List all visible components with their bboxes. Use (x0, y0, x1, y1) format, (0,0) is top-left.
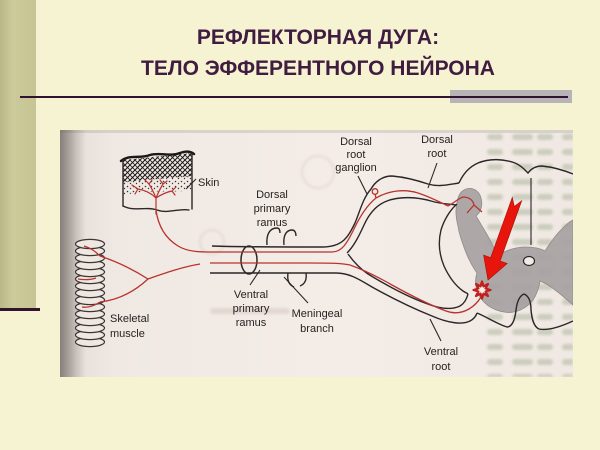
label-ventral-root-1: Ventral (424, 346, 458, 358)
label-dorsal-primary-ramus-3: ramus (257, 217, 288, 229)
nerve-cut-ring (240, 245, 258, 275)
skin-illustration (119, 150, 196, 215)
label-skin: Skin (198, 177, 219, 189)
label-skeletal-muscle-1: Skeletal (110, 313, 149, 325)
red-pointer-arrow (483, 196, 523, 281)
dorsal-root-leader (427, 162, 438, 189)
meningeal-stub2 (299, 272, 307, 287)
central-canal (522, 255, 536, 267)
label-meningeal-branch-2: branch (300, 323, 334, 335)
label-dorsal-root-1: Dorsal (421, 134, 453, 146)
label-dorsal-primary-ramus-2: primary (254, 203, 291, 215)
label-meningeal-branch-1: Meningeal (292, 308, 343, 320)
figure-labels: Skin Dorsal root ganglion Dorsal root Do… (110, 134, 458, 373)
title-line-1: РЕФЛЕКТОРНАЯ ДУГА: (196, 26, 440, 49)
title-underline (20, 96, 568, 98)
gray-matter (455, 188, 573, 313)
ventral-bundle-outer-edge (210, 272, 478, 324)
dorsal-ramus-stub (266, 227, 281, 246)
motor-neuron-cell-body (472, 280, 492, 300)
ventral-bundle-inner-edge (347, 253, 469, 310)
reflex-arc-diagram: Skin Dorsal root ganglion Dorsal root Do… (60, 130, 573, 377)
scanned-figure: Skin Dorsal root ganglion Dorsal root Do… (60, 130, 573, 377)
label-ventral-root-2: root (432, 361, 451, 373)
skin-leader (185, 178, 197, 190)
title-line-2: ТЕЛО ЭФФЕРЕНТНОГО НЕЙРОНА (141, 57, 495, 80)
sensory-neuron-fiber (155, 188, 483, 253)
spinal-cord-outline (438, 158, 573, 331)
meningeal-branch-leader (283, 276, 309, 304)
ventral-primary-ramus-leader (249, 269, 261, 286)
ventral-root-leader (429, 318, 442, 342)
motor-neuron-fiber (210, 262, 482, 314)
skin-nerve-endings (131, 179, 177, 215)
page-bleedthrough-shapes (199, 155, 335, 314)
label-skeletal-muscle-2: muscle (110, 328, 145, 340)
scan-top-edge (60, 130, 573, 133)
dorsal-root-ganglion-leader (357, 175, 368, 195)
sidebar-accent-bar (0, 0, 36, 308)
label-dorsal-root-2: root (428, 148, 447, 160)
dorsal-bundle-outer-edge (211, 175, 460, 248)
label-dorsal-root-ganglion-2: root (347, 149, 366, 161)
label-dorsal-root-ganglion-3: ganglion (335, 162, 377, 174)
slide-title: РЕФЛЕКТОРНАЯ ДУГА: ТЕЛО ЭФФЕРЕНТНОГО НЕЙ… (36, 22, 600, 84)
label-dorsal-root-ganglion-1: Dorsal (340, 136, 372, 148)
label-dorsal-primary-ramus-1: Dorsal (256, 189, 288, 201)
sidebar-tick-line (0, 308, 40, 311)
skeletal-muscle-illustration (74, 238, 106, 348)
label-ventral-primary-ramus-2: primary (233, 303, 270, 315)
dorsal-bundle-inner-edge (346, 196, 457, 254)
muscle-nerve-fibers (77, 245, 201, 308)
label-ventral-primary-ramus-3: ramus (236, 317, 267, 329)
label-ventral-primary-ramus-1: Ventral (234, 289, 268, 301)
label-leader-lines (185, 162, 442, 342)
dorsal-ramus-stub2 (283, 229, 297, 246)
